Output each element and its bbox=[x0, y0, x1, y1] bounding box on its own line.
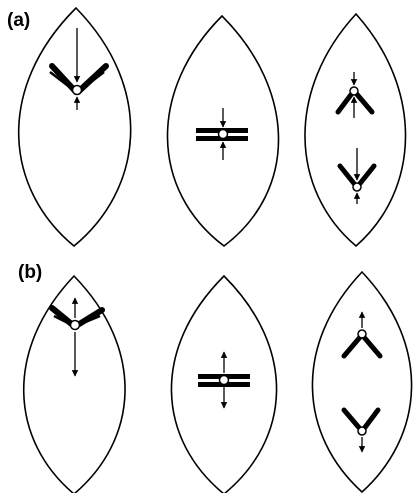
chromosome-b3-lower bbox=[344, 410, 378, 452]
chromosome-a3-upper bbox=[338, 72, 372, 118]
chromosome-b3-upper bbox=[344, 312, 380, 356]
chromosome-a1 bbox=[50, 28, 106, 110]
chromosome-a3-lower bbox=[340, 148, 374, 204]
chromosome-a2 bbox=[196, 108, 248, 160]
spindle-cell-a3 bbox=[305, 14, 406, 246]
spindle-cell-a1 bbox=[19, 8, 131, 246]
spindle-cell-b3 bbox=[312, 272, 411, 492]
chromosome-b1 bbox=[52, 298, 102, 376]
chromosome-b2 bbox=[198, 352, 250, 408]
